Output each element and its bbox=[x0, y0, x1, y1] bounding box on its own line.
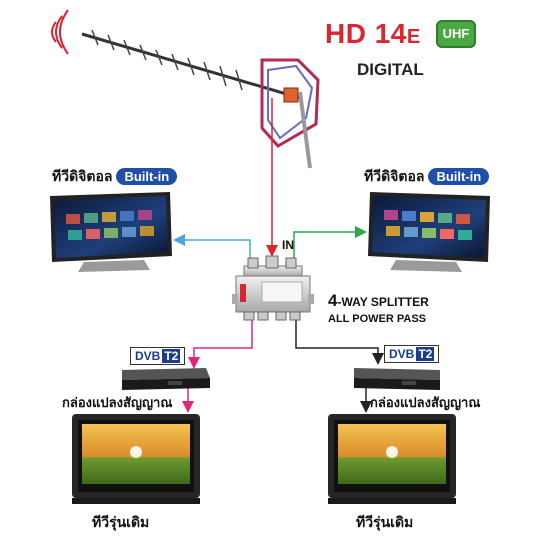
builtin-badge-left: Built-in bbox=[116, 168, 178, 185]
uhf-antenna bbox=[81, 29, 320, 169]
builtin-badge-right: Built-in bbox=[428, 168, 490, 185]
settop-right-label: กล่องแปลงสัญญาณ bbox=[370, 396, 481, 411]
cable-splitter-to-right-box bbox=[295, 318, 384, 413]
old-tv-left-label: ทีวีรุ่นเดิม bbox=[92, 515, 150, 531]
settop-left-label: กล่องแปลงสัญญาณ bbox=[62, 396, 173, 411]
set-top-box-right bbox=[354, 368, 440, 390]
four-way-splitter bbox=[232, 255, 314, 321]
digital-tv-left bbox=[50, 192, 172, 272]
signal-waves-icon bbox=[51, 9, 69, 55]
digital-tv-right bbox=[368, 192, 490, 272]
cable-splitter-to-left-box bbox=[182, 318, 253, 413]
model-title: HD 14E bbox=[325, 18, 421, 49]
splitter-description: 4-WAY SPLITTER ALL POWER PASS bbox=[328, 291, 429, 325]
splitter-in-label: IN bbox=[282, 238, 294, 252]
old-tv-right-label: ทีวีรุ่นเดิม bbox=[356, 515, 414, 531]
cable-splitter-to-left-tv bbox=[173, 234, 251, 268]
digital-subtitle: DIGITAL bbox=[357, 60, 424, 79]
old-tv-right bbox=[328, 414, 456, 504]
set-top-box-left bbox=[122, 368, 210, 390]
old-tv-left bbox=[72, 414, 200, 504]
uhf-badge: UHF bbox=[436, 20, 476, 48]
cable-splitter-to-right-tv bbox=[293, 226, 367, 268]
